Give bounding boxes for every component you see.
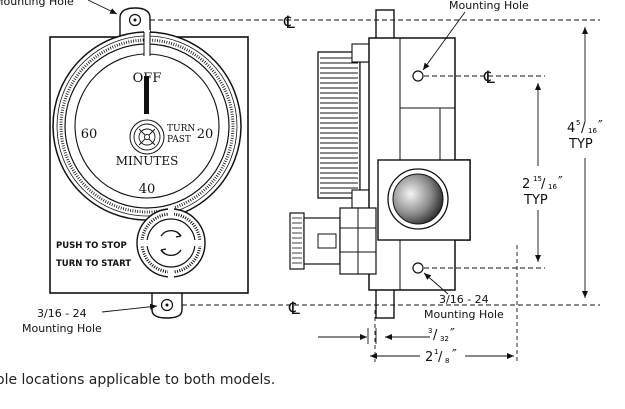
front-callouts: Mounting Hole 3/16 - 24 Mounting Hole: [0, 0, 158, 335]
knob-knurling: [320, 57, 358, 194]
svg-text:/: /: [433, 328, 438, 343]
dial-label-off: OFF: [133, 71, 162, 86]
dim-overall-typ: TYP: [568, 137, 593, 152]
dial-label-60: 60: [81, 127, 98, 142]
dim-overall-num: 5: [576, 119, 580, 127]
callout-bottom-right-mount: Mounting Hole: [424, 308, 504, 321]
dim-overall-den: 16: [588, 127, 597, 135]
cl-symbol-bottom: ℄: [288, 299, 300, 319]
dimensions: 4 5 / 16 ″ TYP 2 15 / 16 ″ TYP 3 / 32 ″ …: [318, 27, 603, 365]
dim-offset-mark: ″: [450, 327, 455, 342]
side-bottom-mounting-hole-icon: [412, 262, 424, 274]
dim-depth-mark: ″: [452, 348, 457, 363]
callout-bottom-left-mount: Mounting Hole: [22, 322, 102, 335]
dim-depth-den: 8: [445, 357, 449, 365]
dim-holes-den: 16: [548, 183, 557, 191]
dial-label-minutes: MINUTES: [116, 154, 179, 168]
instruction-turn: TURN TO START: [56, 259, 131, 269]
front-view: OFF 60 20 MINUTES 40 TURN PAST PUSH TO S…: [49, 7, 249, 319]
callout-top-left-mount: Mounting Hole: [0, 0, 74, 8]
dim-depth-num: 1: [434, 348, 438, 356]
dim-overall-mark: ″: [598, 119, 603, 134]
dim-holes-typ: TYP: [523, 193, 548, 208]
dim-holes-num: 15: [533, 175, 542, 183]
footnote: ole locations applicable to both models.: [0, 372, 276, 388]
side-callouts: Mounting Hole 3/16 - 24 Mounting Hole: [422, 0, 529, 321]
callout-top-right-mount: Mounting Hole: [449, 0, 529, 12]
dim-depth-whole: 2: [425, 350, 433, 365]
centerlines: ℄ ℄ ℄: [150, 13, 600, 362]
cl-symbol-top-hole: ℄: [483, 68, 495, 88]
side-top-mounting-hole-icon: [412, 70, 424, 82]
dim-holes-mark: ″: [558, 175, 563, 190]
dim-holes-whole: 2: [522, 177, 530, 192]
instruction-push: PUSH TO STOP: [56, 241, 127, 251]
dial-label-turn: TURN: [167, 124, 195, 134]
dim-overall-whole: 4: [567, 121, 575, 136]
cl-symbol-top: ℄: [283, 13, 295, 33]
dial-label-past: PAST: [167, 135, 191, 145]
dim-offset-den: 32: [440, 335, 449, 343]
side-knob[interactable]: [317, 51, 361, 199]
svg-text:/: /: [581, 121, 586, 136]
side-view: [289, 9, 471, 319]
svg-text:/: /: [541, 177, 546, 192]
push-button[interactable]: [146, 218, 196, 268]
dial-label-20: 20: [197, 127, 214, 142]
dim-offset-num: 3: [428, 327, 432, 335]
callout-bottom-right-thread: 3/16 - 24: [439, 293, 489, 306]
callout-bottom-left-thread: 3/16 - 24: [37, 307, 87, 320]
side-push-button: [289, 207, 377, 275]
dial-pointer: [144, 76, 149, 114]
svg-text:/: /: [438, 350, 443, 365]
dial-label-40: 40: [139, 182, 156, 197]
